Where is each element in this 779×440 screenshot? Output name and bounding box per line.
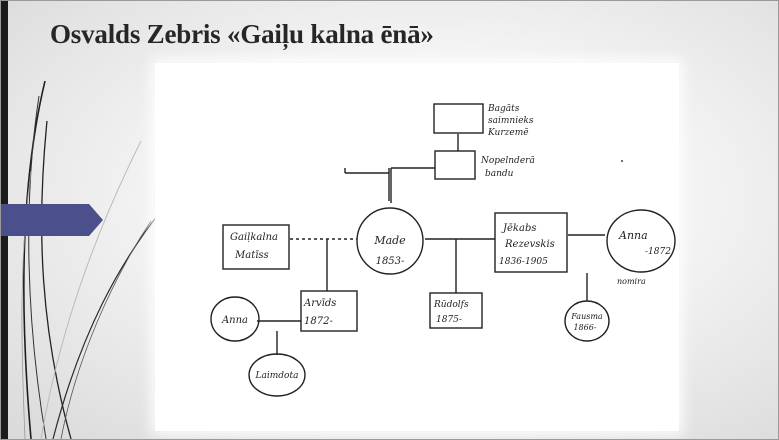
anna-wife-name: Anna: [618, 229, 648, 242]
arrow-accent-shape: [1, 204, 103, 236]
family-tree-photo: Bagāts saimnieks Kurzemē Nopelnderā band…: [155, 63, 679, 431]
made-node: [356, 207, 424, 275]
anna-child-name: Anna: [221, 315, 248, 326]
made-name: Made: [373, 234, 406, 247]
rudolfs-years: 1875-: [436, 315, 462, 325]
family-tree-diagram: Bagāts saimnieks Kurzemē Nopelnderā band…: [210, 103, 676, 397]
jekabs-years: 1836-1905: [499, 257, 548, 267]
made-years: 1853-: [376, 256, 405, 267]
decorative-swoosh-lines: [21, 80, 162, 439]
tree-connectors: [257, 134, 605, 355]
slide-title: Osvalds Zebris «Gaiļu kalna ēnā»: [50, 19, 434, 49]
jekabs-box: [494, 212, 568, 273]
jekabs-name: Jēkabs Rezevskis: [501, 223, 555, 250]
gailkalna-matiss-label: Gaiļkalna Matīss: [230, 232, 281, 261]
parent-father-label: Nopelnderā bandu: [480, 156, 538, 179]
anna-wife-note: nomira: [617, 277, 646, 286]
anna-wife-node: [606, 209, 676, 273]
laimdota-name: Laimdota: [255, 371, 299, 381]
fausma-name: Fausma: [570, 312, 603, 321]
parent-father-box: [434, 150, 476, 180]
fausma-node: [564, 300, 610, 342]
arvids-name: Arvīds: [303, 298, 336, 309]
arvids-years: 1872-: [304, 316, 333, 327]
anna-wife-years: -1872: [645, 247, 671, 257]
rudolfs-name: Rūdolfs: [433, 300, 469, 310]
anna-child-node: [210, 296, 260, 342]
arvids-box: [300, 290, 358, 332]
laimdota-node: [248, 353, 306, 397]
gailkalna-matiss-box: [222, 224, 290, 270]
ancestor-top-label: Bagāts saimnieks Kurzemē: [487, 104, 536, 138]
rudolfs-box: [429, 292, 483, 329]
fausma-years: 1866-: [573, 323, 596, 332]
ancestor-top-box: [433, 103, 484, 134]
